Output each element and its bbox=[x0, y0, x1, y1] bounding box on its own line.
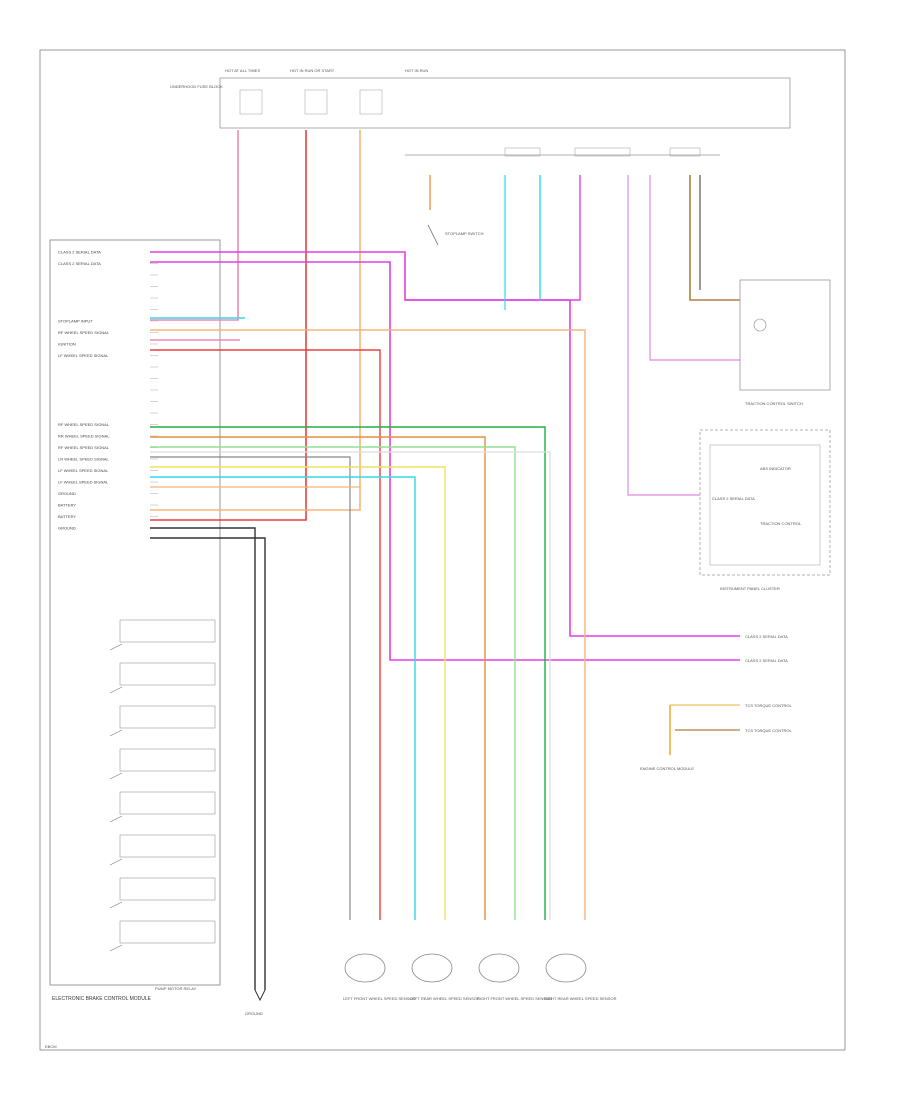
fuse-label-1: HOT AT ALL TIMES bbox=[225, 68, 260, 73]
solenoid-contact bbox=[109, 686, 123, 694]
wire-fuse-pink bbox=[150, 130, 239, 321]
wire-tcs-1 bbox=[689, 175, 740, 301]
solenoid-label: PUMP MOTOR RELAY bbox=[155, 986, 197, 991]
solenoid-box bbox=[119, 877, 216, 901]
wheel-sensor-label: LEFT REAR WHEEL SPEED SENSOR bbox=[410, 996, 480, 1001]
stoplamp-switch-label: STOPLAMP SWITCH bbox=[445, 231, 484, 236]
solenoid-contact bbox=[109, 858, 123, 866]
wheel-sensor-body bbox=[545, 953, 587, 983]
ebcm-solenoid-list bbox=[109, 619, 216, 952]
solenoid-contact bbox=[109, 772, 123, 780]
wire-rf-speed bbox=[150, 329, 586, 920]
tcs-out-1: TCS TORQUE CONTROL bbox=[745, 703, 793, 708]
wire-lf-speed bbox=[150, 349, 381, 920]
fuse-block: HOT AT ALL TIMES HOT IN RUN OR START HOT… bbox=[170, 68, 791, 129]
solenoid-box bbox=[119, 662, 216, 686]
solenoid-box bbox=[119, 791, 216, 815]
ebcm-pin-label: RF WHEEL SPEED SIGNAL bbox=[58, 422, 110, 427]
wheel-sensor-label: RIGHT FRONT WHEEL SPEED SENSOR bbox=[477, 996, 552, 1001]
ipc-label: INSTRUMENT PANEL CLUSTER bbox=[720, 586, 780, 591]
wire-harness bbox=[150, 130, 740, 990]
wire-fuse-orange bbox=[150, 130, 361, 511]
ebcm-pin-label: BATTERY bbox=[58, 514, 76, 519]
wheel-sensor-label: RIGHT REAR WHEEL SPEED SENSOR bbox=[544, 996, 617, 1001]
ebcm-pin-label: STOPLAMP INPUT bbox=[58, 319, 93, 324]
fuse-label-2: HOT IN RUN OR START bbox=[290, 68, 335, 73]
solenoid-box bbox=[119, 920, 216, 944]
ebcm-pin-label: LR WHEEL SPEED SIGNAL bbox=[58, 457, 110, 462]
ebcm-pin-label: BATTERY bbox=[58, 503, 76, 508]
ebcm-pin-label: CLASS 2 SERIAL DATA bbox=[58, 261, 101, 266]
ipc-inner-3: TRACTION CONTROL bbox=[760, 521, 802, 526]
ebcm-pin-label: LF WHEEL SPEED SIGNAL bbox=[58, 468, 109, 473]
diagram-frame bbox=[39, 49, 846, 1051]
solenoid-contact bbox=[109, 944, 123, 952]
ebcm-pin-label: LF WHEEL SPEED SIGNAL bbox=[58, 353, 109, 358]
frame-label: ELECTRONIC BRAKE CONTROL MODULE bbox=[52, 996, 152, 1002]
ebcm-pin-label: LF WHEEL SPEED SIGNAL bbox=[58, 480, 109, 485]
ebcm-pin-label: IGNITION bbox=[58, 342, 76, 347]
solenoid-box bbox=[119, 834, 216, 858]
solenoid-box bbox=[119, 705, 216, 729]
fuse-label-3: HOT IN RUN bbox=[405, 68, 428, 73]
solenoid-contact bbox=[109, 729, 123, 737]
wire-fuse-red bbox=[150, 130, 307, 521]
wire-serial-data-2 bbox=[150, 261, 740, 661]
fuse-block-label: UNDERHOOD FUSE BLOCK bbox=[170, 84, 223, 89]
traction-switch: TRACTION CONTROL SWITCH bbox=[739, 279, 831, 406]
solenoid-box bbox=[119, 748, 216, 772]
ebcm-pin-label: CLASS 2 SERIAL DATA bbox=[58, 250, 101, 255]
ebcm-pin-label: GROUND bbox=[58, 526, 76, 531]
wire-ground-1 bbox=[150, 527, 256, 990]
ebcm-pin-label: RF WHEEL SPEED SIGNAL bbox=[58, 445, 110, 450]
ebcm-pin-label: RR WHEEL SPEED SIGNAL bbox=[58, 434, 110, 439]
wheel-sensor: LEFT REAR WHEEL SPEED SENSOR bbox=[410, 953, 480, 1001]
wire-ipc-data bbox=[627, 175, 700, 496]
serial-out-1: CLASS 2 SERIAL DATA bbox=[745, 634, 788, 639]
wheel-sensor-label: LEFT FRONT WHEEL SPEED SENSOR bbox=[343, 996, 415, 1001]
wheel-sensor: RIGHT REAR WHEEL SPEED SENSOR bbox=[544, 953, 617, 1001]
ebcm-pin-list: CLASS 2 SERIAL DATA CLASS 2 SERIAL DATA ST… bbox=[58, 250, 158, 531]
ebcm-pin-label: GROUND bbox=[58, 491, 76, 496]
instrument-panel-cluster: CLASS 2 SERIAL DATA ABS INDICATOR TRACTI… bbox=[699, 429, 831, 591]
ground-label: GROUND bbox=[245, 1011, 263, 1016]
traction-switch-label: TRACTION CONTROL SWITCH bbox=[745, 401, 803, 406]
ebcm-module bbox=[49, 239, 221, 986]
wheel-sensor-body bbox=[344, 953, 386, 983]
wire-orange-2 bbox=[150, 436, 486, 920]
solenoid-box bbox=[119, 619, 216, 643]
wire-gray bbox=[150, 456, 351, 920]
wire-light-green bbox=[150, 446, 516, 920]
wire-green-1 bbox=[150, 426, 546, 920]
tcs-out-2: TCS TORQUE CONTROL bbox=[745, 728, 793, 733]
wire-gray-2 bbox=[150, 451, 551, 920]
wire-serial-module bbox=[405, 175, 581, 301]
solenoid-contact bbox=[109, 815, 123, 823]
wheel-sensor: RIGHT FRONT WHEEL SPEED SENSOR bbox=[477, 953, 552, 1001]
wire-traction-switch bbox=[649, 175, 740, 361]
stoplamp-switch: STOPLAMP SWITCH bbox=[427, 224, 484, 246]
ground-symbol: GROUND bbox=[245, 989, 266, 1016]
wire-cyan-lf bbox=[150, 476, 416, 920]
corner-label: EBCM bbox=[45, 1044, 57, 1049]
wire-ground-2 bbox=[150, 537, 266, 990]
wire-yellow bbox=[150, 466, 446, 920]
wheel-sensor-body bbox=[478, 953, 520, 983]
ebcm-pin-label: RF WHEEL SPEED SIGNAL bbox=[58, 330, 110, 335]
serial-out-2: CLASS 2 SERIAL DATA bbox=[745, 658, 788, 663]
ipc-inner-1: CLASS 2 SERIAL DATA bbox=[712, 496, 755, 501]
ecm-label: ENGINE CONTROL MODULE bbox=[640, 766, 694, 771]
wheel-sensor-body bbox=[411, 953, 453, 983]
solenoid-contact bbox=[109, 901, 123, 909]
wheel-sensor: LEFT FRONT WHEEL SPEED SENSOR bbox=[343, 953, 415, 1001]
ipc-inner-2: ABS INDICATOR bbox=[760, 466, 791, 471]
solenoid-contact bbox=[109, 643, 123, 651]
